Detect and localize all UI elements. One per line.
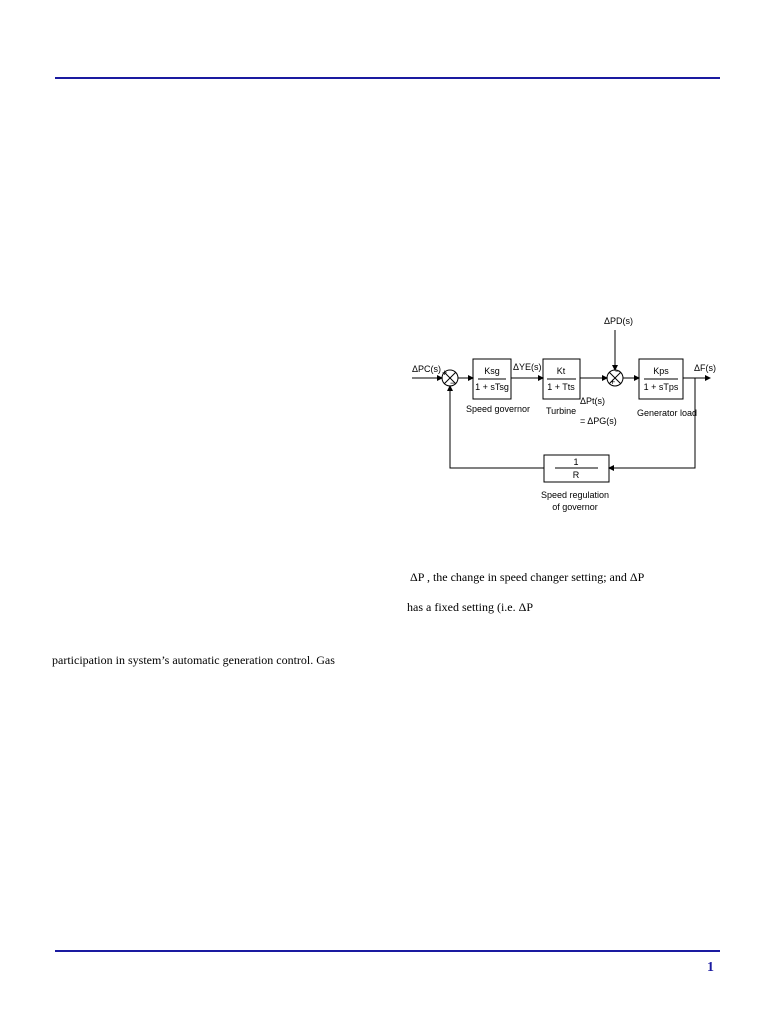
load-label: Generator load xyxy=(637,408,697,418)
turbine-den: 1 + Tts xyxy=(547,382,575,392)
sum1-minus: − xyxy=(450,378,455,388)
feedback-label-1: Speed regulation xyxy=(541,490,609,500)
disturbance-label: ΔPD(s) xyxy=(604,316,633,326)
governor-out-label: ΔYE(s) xyxy=(513,362,542,372)
turbine-out-label: ΔPt(s) xyxy=(580,396,605,406)
body-text-line: ΔP , the change in speed changer setting… xyxy=(410,570,645,584)
body-text-line: has a fixed setting (i.e. ΔP xyxy=(407,600,534,614)
generator-load-block xyxy=(638,358,684,400)
governor-label: Speed governor xyxy=(466,404,530,414)
sum1-plus: + xyxy=(442,368,447,378)
input-label: ΔPC(s) xyxy=(412,364,441,374)
load-den: 1 + sTps xyxy=(644,382,679,392)
output-label: ΔF(s) xyxy=(694,363,716,373)
turbine-num: Kt xyxy=(557,366,566,376)
feedback-num: 1 xyxy=(573,457,578,467)
governor-num: Ksg xyxy=(484,366,500,376)
turbine-block xyxy=(542,358,581,400)
page-number: 1 xyxy=(707,960,714,975)
governor-den: 1 + sTsg xyxy=(475,382,509,392)
sum2-plus: + xyxy=(610,377,615,387)
sum2-minus: − xyxy=(615,366,620,376)
footer-rule xyxy=(55,950,720,952)
generation-label: = ΔPG(s) xyxy=(580,416,617,426)
speed-governor-block xyxy=(472,358,512,400)
feedback-label-2: of governor xyxy=(552,502,598,512)
feedback-den: R xyxy=(573,470,580,480)
body-text-line: participation in system’s automatic gene… xyxy=(52,653,335,667)
turbine-label: Turbine xyxy=(546,406,576,416)
header-rule xyxy=(55,77,720,79)
load-num: Kps xyxy=(653,366,669,376)
